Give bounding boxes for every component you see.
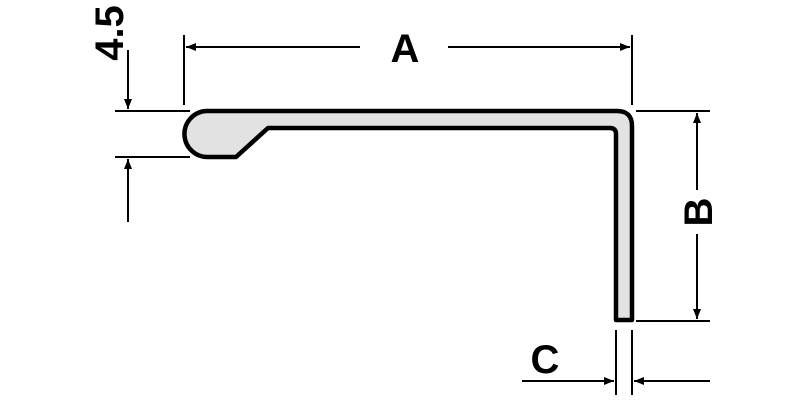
dimension-label-c: C [531, 338, 560, 382]
dimension-label-thickness: 4.5 [88, 5, 132, 61]
dimension-label-b: B [677, 198, 721, 227]
dimension-label-a: A [391, 27, 420, 71]
profile-outline [182, 108, 635, 323]
